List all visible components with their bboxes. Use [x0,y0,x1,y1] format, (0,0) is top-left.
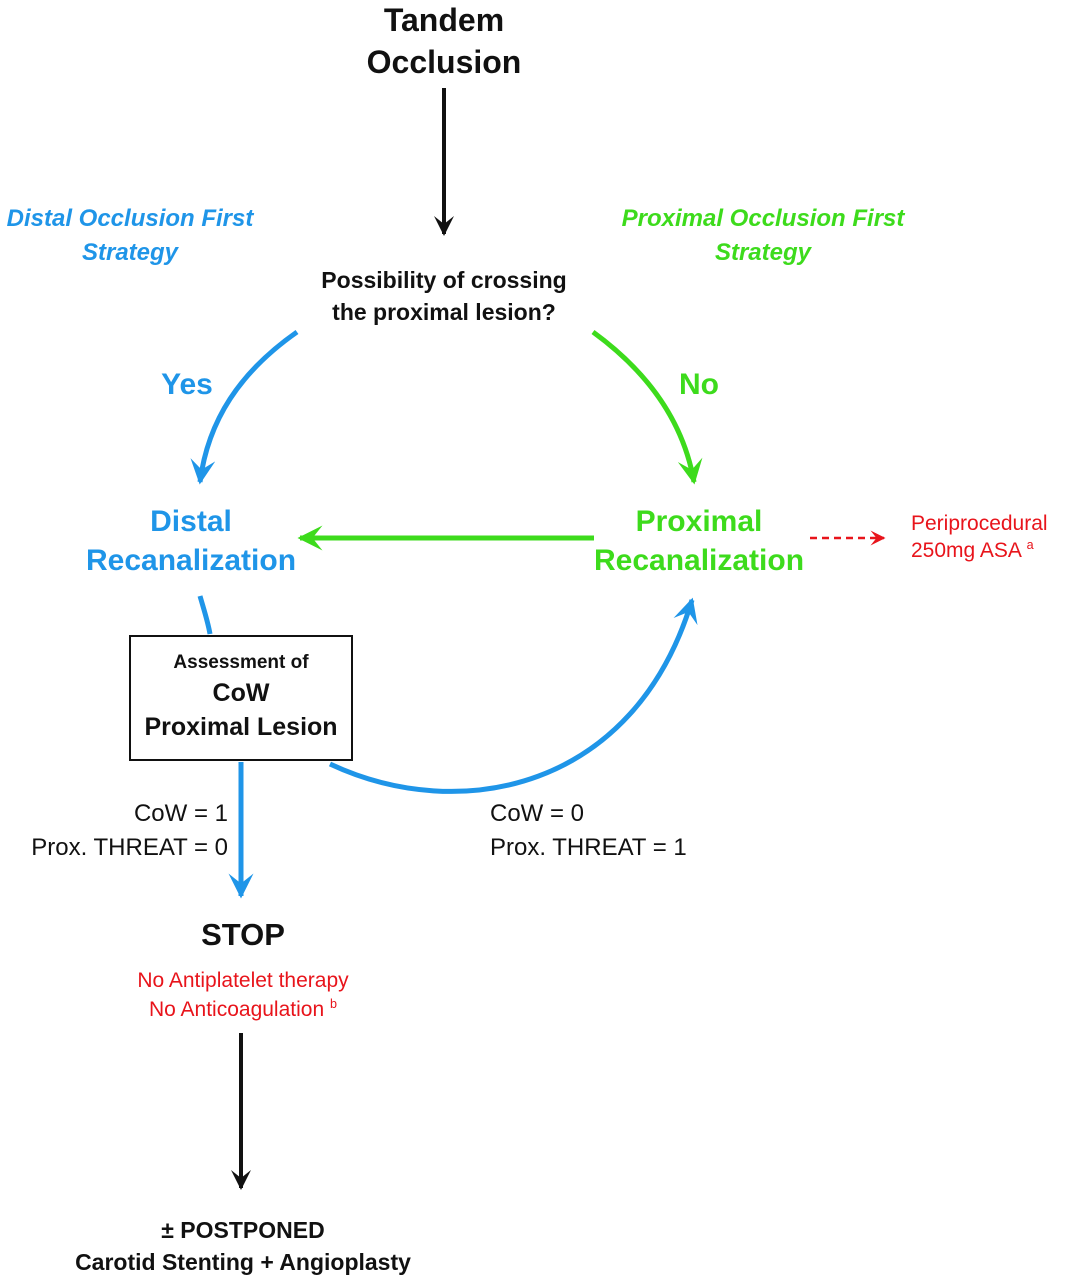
assessment-line-1: Assessment of [173,652,309,673]
distal-line-1: Distal [150,505,232,538]
distal-recanalization-node: Distal Recanalization [86,502,296,580]
question-node: Possibility of crossing the proximal les… [321,265,566,328]
distal-strategy-line-2: Strategy [81,238,179,266]
arrow-no-to-proximal [591,329,703,485]
tandem-line-1: Tandem [383,2,505,38]
assessment-line-2: CoW [212,678,270,707]
stop-node: STOP [201,917,285,952]
proximal-line-2: Recanalization [593,544,805,577]
assessment-line-3: Proximal Lesion [144,712,338,741]
right-condition-cow: CoW = 0 [490,800,585,827]
stop-anticoag: No Anticoagulation [149,998,325,1022]
proximal-recanalization-node: Proximal Recanalization [594,502,804,580]
left-condition-cow: CoW = 1 [133,800,228,827]
tandem-line-2: Occlusion [366,43,522,80]
periprocedural-asa-note: Periprocedural 250mg ASA a [911,510,1048,565]
asa-line-2: 250mg ASA a [911,537,1048,564]
stop-note: No Antiplatelet therapy No Anticoagulati… [137,966,348,1025]
distal-first-strategy-label: Distal Occlusion First Strategy [7,202,254,269]
proximal-strategy-line-2: Strategy [714,238,812,266]
left-condition-threat: Prox. THREAT = 0 [31,834,228,862]
left-condition: CoW = 1 Prox. THREAT = 0 [31,797,228,865]
arrow-assessment-to-proximal [328,597,698,794]
tandem-occlusion-node: Tandem Occlusion [367,0,522,83]
stop-note-line-2: No Anticoagulation b [137,995,348,1024]
distal-strategy-line-1: Distal Occlusion First [6,205,254,232]
proximal-strategy-line-1: Proximal Occlusion First [621,205,905,232]
stop-note-line-1: No Antiplatelet therapy [137,969,349,992]
yes-label: Yes [161,368,213,401]
connector-distal-to-assessment [197,595,213,635]
final-line-2: Carotid Stenting + Angioplasty [75,1249,411,1276]
question-line-1: Possibility of crossing [321,267,567,293]
arrow-yes-to-distal [190,329,299,485]
right-condition: CoW = 0 Prox. THREAT = 1 [490,797,687,865]
asa-footnote: a [1026,538,1034,553]
asa-line-1: Periprocedural [911,512,1048,535]
proximal-first-strategy-label: Proximal Occlusion First Strategy [622,202,905,269]
distal-line-2: Recanalization [85,544,297,577]
final-line-1: ± POSTPONED [161,1217,325,1243]
proximal-line-1: Proximal [635,505,763,538]
right-condition-threat: Prox. THREAT = 1 [490,834,687,862]
question-line-2: the proximal lesion? [332,298,556,325]
assessment-content: Assessment of CoW Proximal Lesion [131,651,351,743]
asa-dose: 250mg ASA [911,539,1021,563]
no-label: No [679,368,719,401]
final-node: ± POSTPONED Carotid Stenting + Angioplas… [75,1214,411,1278]
assessment-box: Assessment of CoW Proximal Lesion [129,635,353,761]
stop-footnote: b [329,997,337,1012]
